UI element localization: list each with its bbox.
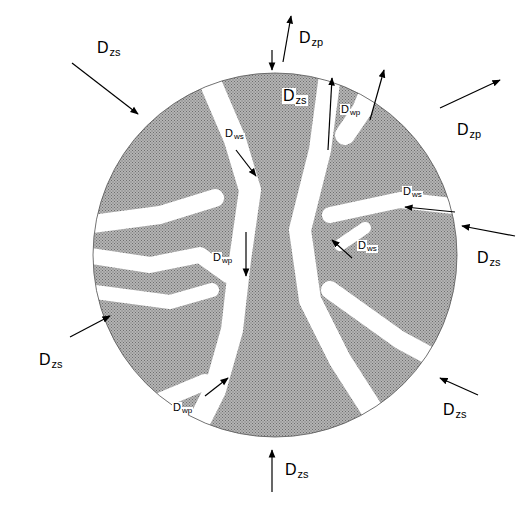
pore-channel [345, 55, 385, 135]
flux-subscript: zs [489, 257, 502, 268]
flux-symbol: D [442, 402, 456, 418]
pore-channel [95, 290, 212, 302]
flux-symbol: D [298, 30, 312, 46]
arrow [271, 50, 272, 70]
arrow [332, 240, 352, 258]
arrow [440, 378, 478, 395]
flux-subscript: wp [221, 257, 233, 265]
flux-subscript: wp [349, 109, 361, 117]
arrow [245, 232, 246, 276]
flux-subscript: wp [181, 407, 193, 415]
soil-aggregate [93, 73, 457, 437]
arrow [70, 316, 110, 337]
arrow [72, 63, 138, 114]
flux-symbol: D [476, 250, 490, 266]
flux-subscript: ws [366, 245, 378, 253]
arrow [405, 207, 455, 212]
flux-symbol: D [282, 88, 296, 104]
flux-subscript: ws [411, 191, 423, 199]
arrow [328, 78, 332, 150]
flux-subscript: zs [51, 359, 64, 370]
flux-subscript: zp [469, 129, 483, 140]
flux-symbol: D [96, 40, 110, 56]
arrow [271, 450, 272, 492]
pore-channel [85, 255, 228, 275]
arrow [462, 226, 515, 236]
flux-subscript: zs [297, 469, 310, 480]
aggregate-outline [93, 73, 457, 437]
flux-symbol: D [38, 352, 52, 368]
pore-channel [85, 198, 215, 225]
flux-symbol: D [284, 462, 298, 478]
arrow [440, 80, 500, 108]
arrow [370, 70, 384, 120]
flux-subscript: zs [455, 409, 468, 420]
flux-symbol: D [456, 122, 470, 138]
pores [85, 55, 470, 440]
arrow [283, 16, 291, 62]
flux-subscript: zs [295, 95, 308, 106]
flux-subscript: ws [233, 133, 245, 141]
arrow [205, 378, 228, 396]
flux-subscript: zp [311, 37, 325, 48]
flux-arrows [70, 16, 515, 492]
flux-subscript: zs [109, 47, 122, 58]
arrow [236, 150, 256, 176]
